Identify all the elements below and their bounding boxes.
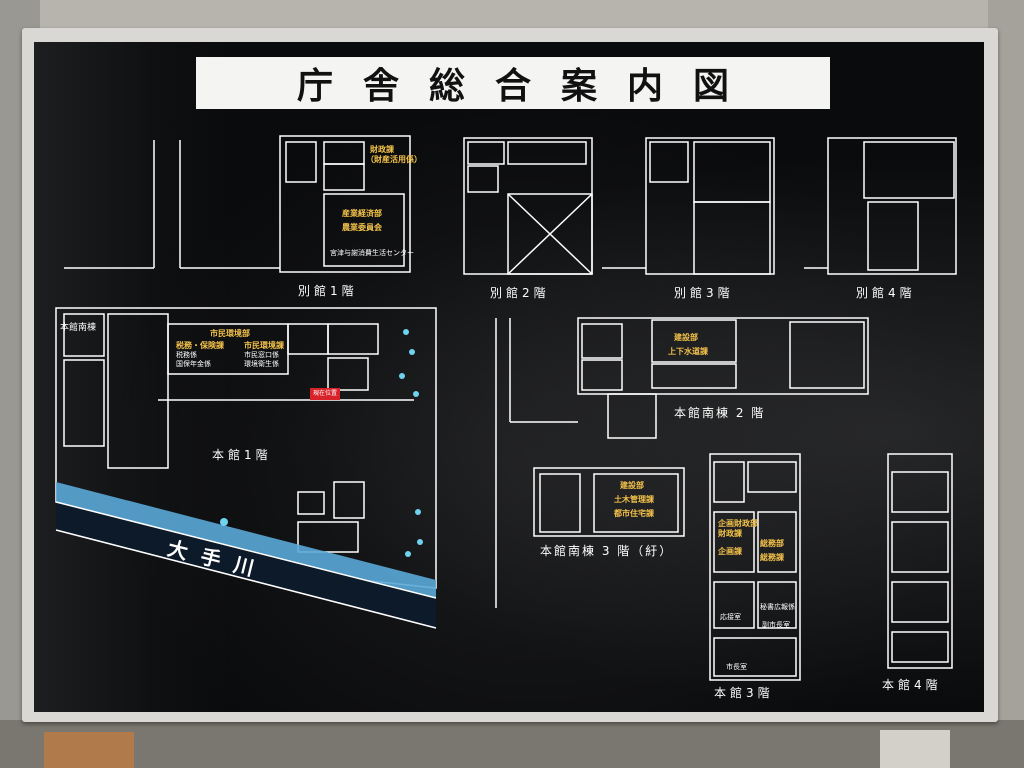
dept-main3-generalsec: 総務課 [760, 553, 784, 562]
dept-south2-water: 上下水道課 [668, 347, 708, 356]
annex-3f-plan [645, 137, 775, 275]
glass-reflection [34, 42, 984, 712]
dept-main1-sanit: 環境衛生係 [244, 360, 279, 368]
floor-plate [44, 732, 134, 768]
dept-south3-civil: 土木管理課 [614, 495, 654, 504]
dept-main3-mayor: 市長室 [726, 663, 747, 671]
label-main-south-3f: 本館南棟 3 階（紆） [540, 544, 674, 558]
annex-2f-plan [463, 137, 593, 275]
dept-annex1-finance: 財政課 [370, 145, 394, 154]
title-plate: 庁舎総合案内図 [196, 57, 830, 109]
label-annex-3f: 別館3階 [674, 286, 734, 300]
dept-main1-civic: 市民環境部 [210, 329, 250, 338]
dept-main1-window: 市民窓口係 [244, 351, 279, 359]
dept-south3-construct: 建設部 [620, 481, 644, 490]
label-annex-4f: 別館4階 [856, 286, 916, 300]
main-south-2f-plan [577, 317, 869, 395]
dept-main1-pension: 国保年金係 [176, 360, 211, 368]
annex-1f-plan [279, 135, 411, 273]
label-main-1f: 本館1階 [212, 448, 272, 462]
dept-main1-taxsec: 税務係 [176, 351, 197, 359]
dept-main3-secretary: 秘書広報係 [760, 603, 795, 611]
dept-annex1-industry: 産業経済部 [342, 209, 382, 218]
dept-annex1-asset: （財産活用係） [366, 155, 422, 164]
floor [0, 720, 1024, 768]
directory-board: 庁舎総合案内図 [34, 42, 984, 712]
dept-main3-general: 総務部 [760, 539, 784, 548]
label-annex-1f: 別館1階 [298, 284, 358, 298]
label-annex-2f: 別館2階 [490, 286, 550, 300]
dept-main3-plan: 企画課 [718, 547, 742, 556]
label-main-south-2f: 本館南棟 2 階 [674, 406, 766, 420]
annex-4f-plan [827, 137, 957, 275]
dept-south2-construct: 建設部 [674, 333, 698, 342]
main-3f-plan [709, 453, 801, 681]
dept-annex1-consumer: 宮津与謝消費生活センター [330, 249, 414, 257]
river-band [55, 482, 437, 629]
main-4f-plan [887, 453, 953, 669]
dept-main1-tax: 税務・保険課 [176, 341, 224, 350]
floor-box [880, 730, 950, 768]
ceiling [0, 0, 1024, 32]
dept-main3-planfin: 企画財政部 [718, 519, 758, 528]
label-main-4f: 本館4階 [882, 678, 942, 692]
dept-annex1-agri: 農業委員会 [342, 223, 382, 232]
dept-main3-reception: 応接室 [720, 613, 741, 621]
you-are-here-marker: 現在位置 [310, 388, 340, 400]
dept-south3-urban: 都市住宅課 [614, 509, 654, 518]
label-main-3f: 本館3階 [714, 686, 774, 700]
label-main-south: 本館南棟 [60, 323, 97, 333]
floor-plans [55, 135, 957, 681]
board-title: 庁舎総合案内図 [296, 65, 759, 107]
dept-main1-env: 市民環境課 [244, 341, 284, 350]
dept-main3-vicemayor: 副市長室 [762, 621, 790, 629]
main-south-3f-plan [533, 467, 685, 537]
dept-main3-finance: 財政課 [718, 529, 742, 538]
